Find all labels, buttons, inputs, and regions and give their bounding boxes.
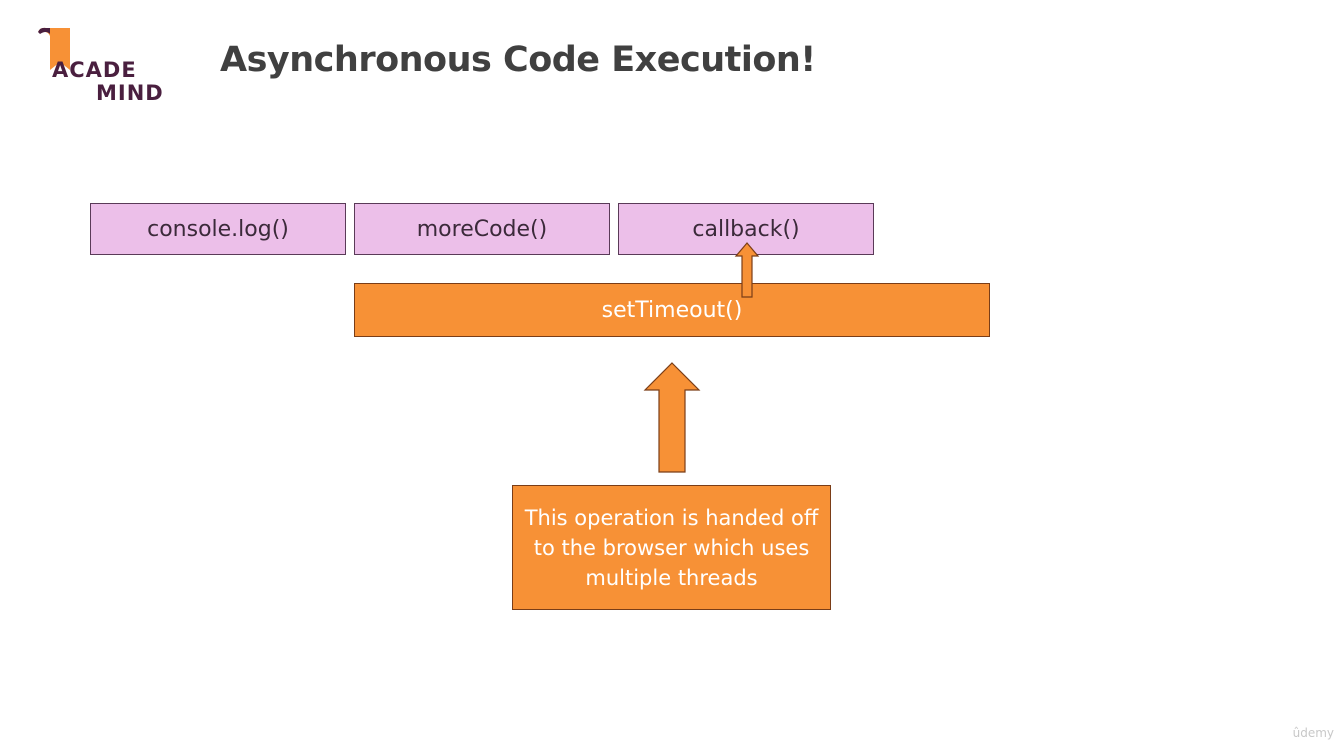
stack-frame-more-code: moreCode() xyxy=(354,203,610,255)
handoff-arrow-icon xyxy=(643,362,701,473)
slide-title: Asynchronous Code Execution! xyxy=(220,40,816,80)
logo-text-line1: ACADE xyxy=(52,58,137,82)
logo-bookmark-icon xyxy=(38,27,70,70)
callback-arrow-icon xyxy=(734,242,760,298)
academind-logo: ACADE MIND xyxy=(36,26,176,106)
set-timeout-bar: setTimeout() xyxy=(354,283,990,337)
udemy-watermark: ûdemy xyxy=(1292,726,1334,740)
logo-text-line2: MIND xyxy=(96,81,164,105)
browser-handoff-note: This operation is handed off to the brow… xyxy=(512,485,831,610)
stack-frame-console-log: console.log() xyxy=(90,203,346,255)
